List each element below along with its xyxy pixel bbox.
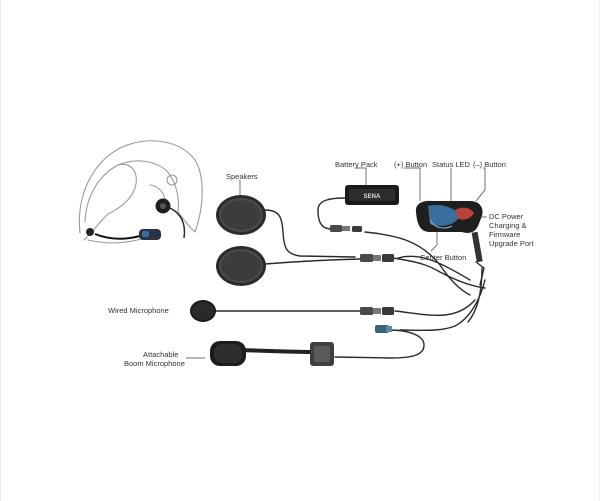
label-boom-microphone: Boom Microphone	[124, 359, 185, 368]
label-attachable: Attachable	[143, 350, 179, 359]
battery-brand-text: SENA	[364, 194, 381, 200]
speaker-upper-icon	[216, 195, 266, 235]
label-upgrade-port: Upgrade Port	[489, 239, 534, 248]
wired-microphone-icon	[190, 300, 216, 322]
label-dc-power: DC Power	[489, 212, 524, 221]
connectors	[330, 225, 394, 333]
label-wired-microphone: Wired Microphone	[108, 306, 169, 315]
boom-microphone-icon	[210, 341, 334, 366]
label-minus-button: (–) Button	[473, 160, 506, 169]
speaker-lower-icon	[216, 246, 266, 286]
main-unit-icon	[415, 200, 483, 263]
helmet-headset-icon	[86, 198, 186, 240]
label-center-button: Center Button	[420, 253, 467, 262]
label-charging: Charging &	[489, 221, 527, 230]
battery-pack-icon: SENA	[345, 185, 399, 205]
helmet-illustration	[78, 140, 203, 244]
label-status-led: Status LED	[432, 160, 470, 169]
left-edge	[0, 0, 1, 501]
label-plus-button: (+) Button	[394, 160, 428, 169]
cables	[214, 197, 486, 359]
label-speakers: Speakers	[226, 172, 258, 181]
leader-lines	[186, 167, 487, 359]
label-firmware: Firmware	[489, 230, 521, 239]
label-battery-pack: Battery Pack	[335, 160, 378, 169]
